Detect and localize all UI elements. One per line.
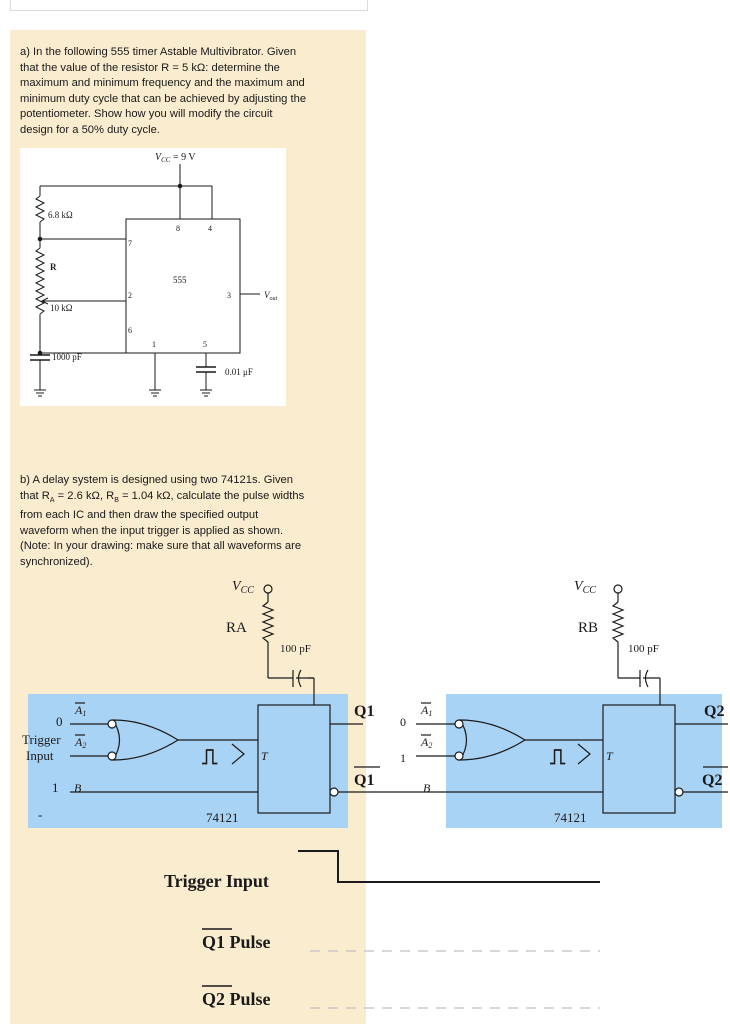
ic1-label: 74121 <box>206 810 239 825</box>
pin-label: 8 <box>176 224 180 233</box>
ic-555 <box>125 218 241 354</box>
or-gate-2 <box>458 719 527 761</box>
pin-label: 5 <box>203 340 207 349</box>
part-b-line: (Note: In your drawing: make sure that a… <box>20 540 302 553</box>
rb-resistor <box>611 601 625 643</box>
part-a-text: a) In the following 555 timer Astable Mu… <box>20 45 336 138</box>
schmitt-symbol: ⎍ <box>202 744 218 769</box>
part-b-line: synchronized). <box>20 555 93 568</box>
r2-label: 10 kΩ <box>50 303 73 313</box>
delay-system-diagram: VCC RA 100 pF T 74121 ⎍ 0 A1 A2 Trigger <box>18 574 730 1024</box>
part-a-line: a) In the following 555 timer Astable Mu… <box>20 46 297 58</box>
trigger-label: Trigger <box>22 732 61 747</box>
ic2-region <box>446 694 722 828</box>
part-a-line: design for a 50% duty cycle. <box>20 123 160 136</box>
trigger-waveform <box>298 850 600 883</box>
t2-label: T <box>606 749 614 763</box>
ic2-box <box>602 704 676 814</box>
vcc-label: VCC = 9 V <box>155 152 196 164</box>
q1-bar-label: Q1 <box>354 772 374 789</box>
b-value: 1 <box>52 780 59 795</box>
vcc2-label: VCC <box>574 579 596 596</box>
pin-label: 2 <box>128 291 132 300</box>
a1-2-label: A1 <box>420 703 432 718</box>
vout-label: Vout <box>264 290 278 302</box>
pot-label: R <box>50 262 57 272</box>
cap-1000pf-label: 1000 pF <box>52 352 82 362</box>
b2-label: B <box>423 781 431 795</box>
a1-label: A1 <box>74 703 86 718</box>
q2-label: Q2 <box>704 703 724 720</box>
q2-bar-label: Q2 <box>702 772 722 789</box>
r1-label: 6.8 kΩ <box>48 210 73 220</box>
a1-2-value: 0 <box>400 715 406 729</box>
q1-label: Q1 <box>354 703 374 720</box>
a2-2-value: 1 <box>400 751 406 765</box>
part-b-line: waveform when the input trigger is appli… <box>20 524 284 537</box>
q1-pulse-label: Q1 Pulse <box>202 932 271 952</box>
a2-2-label: A2 <box>420 735 432 750</box>
part-a-line: maximum and minimum frequency and the ma… <box>20 77 305 89</box>
pin-label: 1 <box>152 340 156 349</box>
q2-pulse-label: Q2 Pulse <box>202 989 271 1009</box>
part-a-line: potentiometer. Show how you will modify … <box>20 108 273 120</box>
part-b-line: that RA = 2.6 kΩ, RB = 1.04 kΩ, calculat… <box>20 489 305 504</box>
previous-card-edge <box>10 0 368 11</box>
a1-value: 0 <box>56 714 63 729</box>
potentiometer-r <box>34 247 46 315</box>
pin-label: 3 <box>227 291 231 300</box>
cap1-label: 100 pF <box>280 643 311 655</box>
resistor-6.8k <box>34 195 46 223</box>
cap-001uf-label: 0.01 μF <box>225 367 253 377</box>
ra-label: RA <box>226 620 247 636</box>
trigger-waveform-label: Trigger Input <box>164 871 269 891</box>
rb-label: RB <box>578 620 598 636</box>
or-gate-1 <box>111 719 180 761</box>
part-b-text: b) A delay system is designed using two … <box>20 473 336 570</box>
ic-555-label: 555 <box>173 275 187 285</box>
pin-label: 4 <box>208 224 212 233</box>
part-a-line: minimum duty cycle that can be achieved … <box>20 92 307 105</box>
schmitt-symbol-2: ⎍ <box>550 744 566 769</box>
part-a-line: that the value of the resistor R = 5 kΩ:… <box>20 61 280 74</box>
b-label: B <box>74 781 82 795</box>
dash-mark: - <box>38 807 42 822</box>
part-b-line: b) A delay system is designed using two … <box>20 474 294 486</box>
input-label: Input <box>26 748 54 763</box>
vcc1-label: VCC <box>232 579 254 596</box>
a2-label: A2 <box>74 735 86 750</box>
ic2-label: 74121 <box>554 810 587 825</box>
pin-label: 6 <box>128 326 132 335</box>
cap2-label: 100 pF <box>628 643 659 655</box>
t-label: T <box>261 749 269 763</box>
astable-555-diagram: VCC = 9 V 6.8 kΩ R 10 kΩ 1000 pF 555 <box>20 148 286 406</box>
pin-label: 7 <box>128 239 132 248</box>
ra-resistor <box>261 601 275 643</box>
ic1-box <box>257 704 331 814</box>
part-b-line: from each IC and then draw the specified… <box>20 509 259 522</box>
